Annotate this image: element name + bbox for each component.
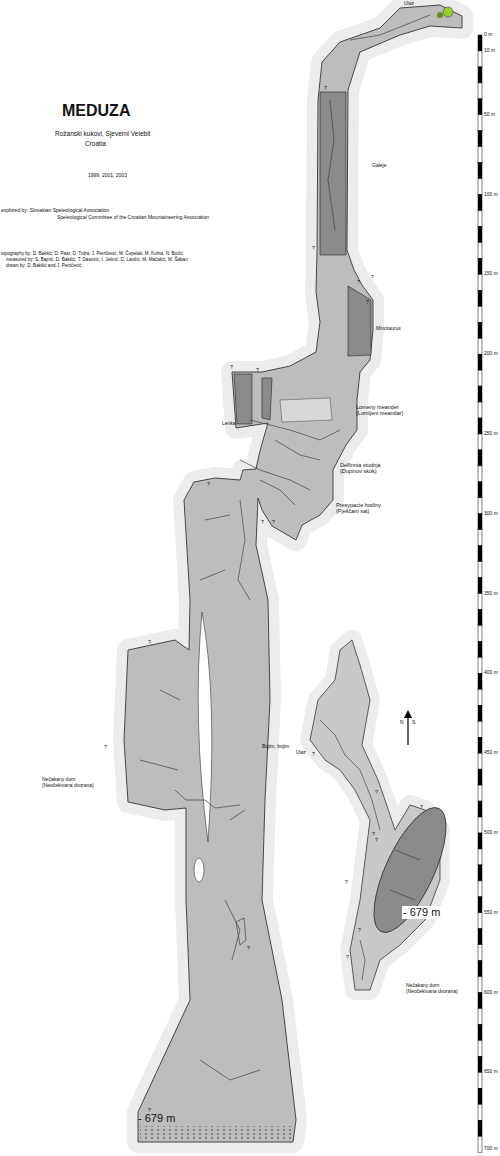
unexplored-mark: ? — [420, 805, 423, 811]
unexplored-mark: ? — [256, 368, 259, 374]
map-label: - 679 m — [138, 1112, 175, 1125]
map-label: 50 m — [484, 112, 495, 118]
north-arrow — [404, 710, 412, 745]
map-label: Nečakany dom (Neočekivana dvorana) — [42, 777, 104, 789]
unexplored-mark: ? — [345, 880, 348, 886]
map-label: 100 m — [484, 192, 498, 198]
map-label: Delfinnia studnja (Dupinov skok) — [340, 462, 402, 475]
unexplored-mark: ? — [375, 790, 378, 796]
map-label: 1999, 2001, 2003 — [88, 173, 127, 179]
map-label: Lomeny meander (Lomljeni meandar) — [356, 404, 414, 417]
map-label: explored by: Slovakian Speleological Ass… — [1, 208, 109, 214]
map-label: 500 m — [484, 830, 498, 836]
unexplored-mark: ? — [207, 482, 210, 488]
map-label: Lenka — [222, 421, 236, 427]
map-label: 10 m — [484, 48, 495, 54]
map-label: 200 m — [484, 351, 498, 357]
map-label: 0 m — [484, 32, 492, 38]
map-label: 300 m — [484, 511, 498, 517]
unexplored-mark: ? — [247, 946, 250, 952]
map-label: 700 m — [484, 1146, 498, 1152]
unexplored-mark: ? — [366, 300, 369, 306]
unexplored-mark: ? — [346, 955, 349, 961]
unexplored-mark: ? — [357, 280, 360, 286]
unexplored-mark: ? — [104, 745, 107, 751]
unexplored-mark: ? — [372, 832, 375, 838]
map-label: N — [400, 720, 404, 726]
cave-profile — [124, 5, 462, 1142]
unexplored-mark: ? — [324, 86, 327, 92]
map-label: 400 m — [484, 670, 498, 676]
unexplored-mark: ? — [375, 838, 378, 844]
unexplored-mark: ? — [230, 365, 233, 371]
map-label: measured by: S. Bajnić, D. Bakšić, T. Da… — [6, 257, 188, 262]
depth-scale — [478, 35, 482, 1152]
map-label: 450 m — [484, 750, 498, 756]
unexplored-mark: ? — [358, 928, 361, 934]
map-label: Speleological Committee of the Croatian … — [57, 215, 209, 221]
map-label: 650 m — [484, 1069, 498, 1075]
title: MEDUZA — [62, 102, 130, 120]
map-label: S — [412, 720, 415, 726]
unexplored-mark: ? — [371, 275, 374, 281]
unexplored-mark: ? — [312, 246, 315, 252]
unexplored-mark: ? — [272, 520, 275, 526]
map-label: 250 m — [484, 431, 498, 437]
map-label: Croatia — [85, 140, 106, 147]
map-label: Ulaz — [404, 1, 414, 7]
map-label: 150 m — [484, 271, 498, 277]
map-label: Rožanski kukovi, Sjeverni Velebit — [55, 130, 150, 137]
unexplored-mark: ? — [148, 1108, 151, 1114]
map-label: Nečakany dom (Neočekivana dvorana) — [406, 983, 468, 995]
map-label: 550 m — [484, 910, 498, 916]
unexplored-mark: ? — [261, 520, 264, 526]
map-label: 600 m — [484, 990, 498, 996]
map-label: topography by: D. Bakšić, D. Paar, D. Tr… — [1, 251, 183, 256]
map-label: Minotaurus — [376, 326, 401, 332]
unexplored-mark: ? — [312, 752, 315, 758]
map-label: drawn by: D. Bakšić and J. Petričević — [6, 263, 82, 268]
map-label: Bojim, bojim — [262, 744, 289, 750]
cave-plan — [310, 640, 460, 990]
map-label: Ulaz — [296, 750, 306, 756]
map-label: 350 m — [484, 591, 498, 597]
map-label: Presypacie hodiny (Pješčani sat) — [336, 502, 398, 515]
map-label: - 679 m — [402, 906, 441, 919]
map-label: Galeje — [372, 163, 386, 169]
unexplored-mark: ? — [148, 640, 151, 646]
